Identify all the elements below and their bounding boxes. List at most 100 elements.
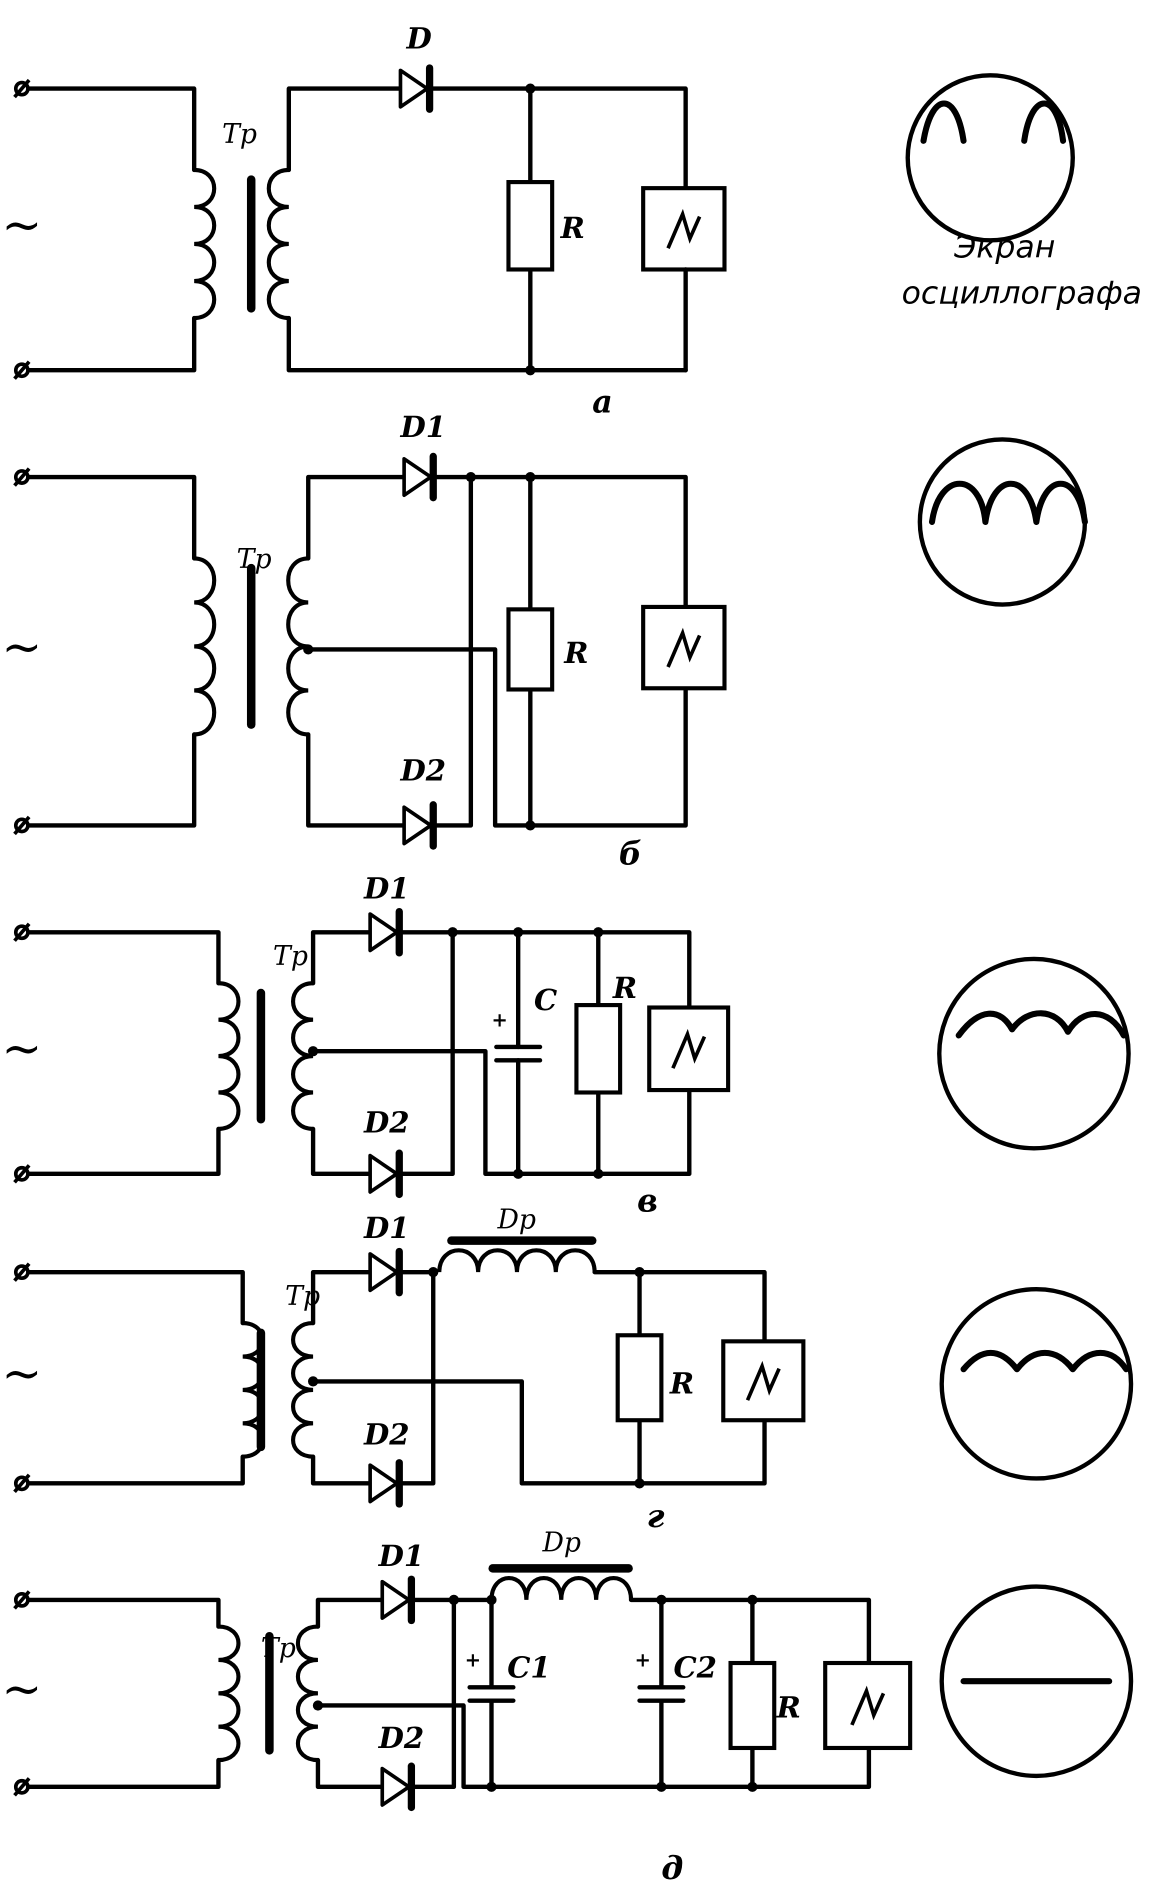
resistor-icon <box>615 1333 664 1423</box>
resistor-label: R <box>563 636 588 670</box>
choke-label: Dp <box>497 1204 536 1235</box>
winding <box>218 981 241 1131</box>
wire <box>306 647 688 828</box>
oscilloscope-box <box>641 604 727 691</box>
wire <box>397 930 455 1176</box>
wire <box>26 1126 221 1176</box>
screen-caption-line-1: Экран <box>953 229 1055 265</box>
wire <box>26 315 197 373</box>
wire <box>409 1597 457 1790</box>
wire <box>315 1703 872 1790</box>
diode-triangle <box>368 912 399 953</box>
ac-source-icon: ~ <box>2 1346 43 1402</box>
oscilloscope-icon <box>721 1339 806 1423</box>
sine-glyph <box>666 208 702 249</box>
diode-icon <box>380 1575 416 1625</box>
resistor-label: R <box>560 211 585 245</box>
capacitor-icon: + <box>465 1597 516 1790</box>
diode-icon <box>402 452 437 502</box>
circuit-label: а <box>592 384 612 421</box>
oscilloscope-screen-a <box>905 73 1075 243</box>
wire <box>26 732 197 828</box>
wire <box>26 86 197 173</box>
wire <box>427 86 688 191</box>
winding <box>291 981 314 1131</box>
sine-glyph <box>671 1028 707 1069</box>
winding <box>218 1624 241 1763</box>
terminal-slash <box>13 1590 31 1610</box>
oscilloscope-icon <box>647 1005 731 1093</box>
wire <box>592 1269 767 1344</box>
diode-icon <box>368 1149 403 1199</box>
diode-triangle <box>368 1463 399 1504</box>
terminal-slash <box>13 467 31 487</box>
wire <box>310 1379 767 1486</box>
wire <box>306 732 407 828</box>
diode-label: D1 <box>378 1539 424 1573</box>
terminal-slash <box>13 78 31 99</box>
capacitor-label: C1 <box>507 1651 550 1685</box>
plus-sign: + <box>635 1649 651 1672</box>
diode-label: D1 <box>363 1211 409 1245</box>
diode-triangle <box>402 457 433 498</box>
choke-winding <box>437 1248 597 1273</box>
diode-icon <box>380 1762 416 1812</box>
waveform-trace <box>920 100 1067 144</box>
wire <box>26 474 197 561</box>
waveform-trace <box>928 480 1088 525</box>
screen-circle <box>939 1286 1134 1481</box>
diode-label: D2 <box>363 1106 409 1140</box>
oscilloscope-screen-d <box>939 1584 1134 1779</box>
wire <box>310 1049 692 1176</box>
screen-caption: Экран осциллографа <box>902 229 1142 311</box>
diode-triangle <box>380 1579 411 1620</box>
diode-icon <box>368 907 403 957</box>
circuit-label: г <box>647 1498 665 1535</box>
screen-circle <box>905 73 1075 243</box>
transformer-label: Tp <box>237 544 272 575</box>
wire <box>310 1454 373 1486</box>
wire <box>26 1597 221 1629</box>
terminal-slash <box>13 1262 31 1282</box>
transformer-label: Tp <box>222 119 257 150</box>
circuit-label: д <box>661 1850 683 1887</box>
ac-source-icon: ~ <box>2 198 43 254</box>
wire <box>26 1757 221 1790</box>
wire <box>431 474 688 610</box>
wire <box>26 1454 245 1486</box>
screen-circle <box>917 437 1088 607</box>
resistor-label: R <box>612 971 637 1005</box>
terminal-slash <box>13 815 31 836</box>
diode-triangle <box>368 1153 399 1194</box>
wire <box>315 1597 385 1629</box>
resistor-icon <box>728 1660 777 1751</box>
waveform-trace <box>960 1350 1130 1373</box>
resistor-icon <box>574 1003 623 1095</box>
terminal-slash <box>13 360 31 380</box>
winding <box>193 556 217 737</box>
wire <box>306 474 407 561</box>
junction-dot <box>448 1594 459 1605</box>
diode-label: D1 <box>363 871 409 905</box>
resistor-label: R <box>669 1367 694 1401</box>
oscilloscope-box <box>823 1660 913 1751</box>
plus-sign: + <box>491 1008 507 1031</box>
diode-label: D2 <box>378 1721 424 1755</box>
wire <box>310 1126 373 1176</box>
ac-source-icon: ~ <box>2 619 43 675</box>
wire <box>26 1269 245 1326</box>
wire <box>286 86 403 173</box>
wire <box>286 315 688 373</box>
diode-icon <box>368 1247 403 1297</box>
sine-glyph <box>850 1685 886 1726</box>
diode-triangle <box>402 805 433 846</box>
oscilloscope-icon <box>823 1660 913 1751</box>
diode-label: D2 <box>363 1418 409 1452</box>
sine-glyph <box>745 1360 781 1401</box>
ac-source-icon: ~ <box>2 1021 43 1077</box>
junction-dot <box>447 927 458 938</box>
